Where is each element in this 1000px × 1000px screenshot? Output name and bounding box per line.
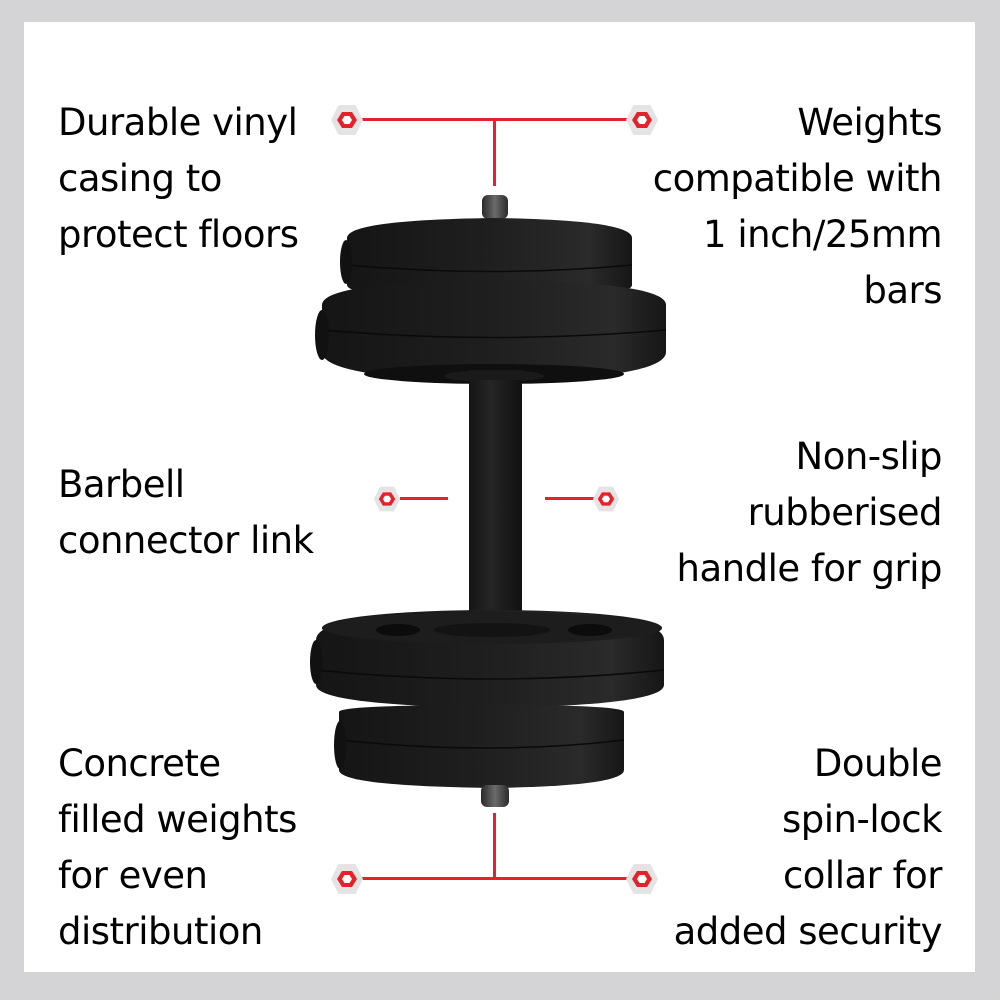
hex-nut-marker-icon xyxy=(330,103,364,137)
callout-vinyl-casing: Durable vinyl casing to protect floors xyxy=(58,101,299,256)
hex-nut-marker-icon xyxy=(625,862,659,896)
top-pointer-line xyxy=(493,118,496,186)
callout-concrete-weights: Concrete filled weights for even distrib… xyxy=(58,742,297,953)
hex-nut-marker-icon xyxy=(625,103,659,137)
callout-connector-link: Barbell connector link xyxy=(58,463,314,562)
hex-nut-marker-icon xyxy=(592,485,620,513)
bottom-pointer-line xyxy=(493,813,496,879)
callout-non-slip-handle: Non-slip rubberised handle for grip xyxy=(676,435,943,590)
callout-spin-lock-collar: Double spin-lock collar for added securi… xyxy=(673,742,943,953)
mid-left-pointer-line xyxy=(400,497,448,500)
hex-nut-marker-icon xyxy=(373,485,401,513)
mid-right-pointer-line xyxy=(545,497,595,500)
callout-bar-compatibility: Weights compatible with 1 inch/25mm bars xyxy=(652,101,943,312)
hex-nut-marker-icon xyxy=(330,862,364,896)
